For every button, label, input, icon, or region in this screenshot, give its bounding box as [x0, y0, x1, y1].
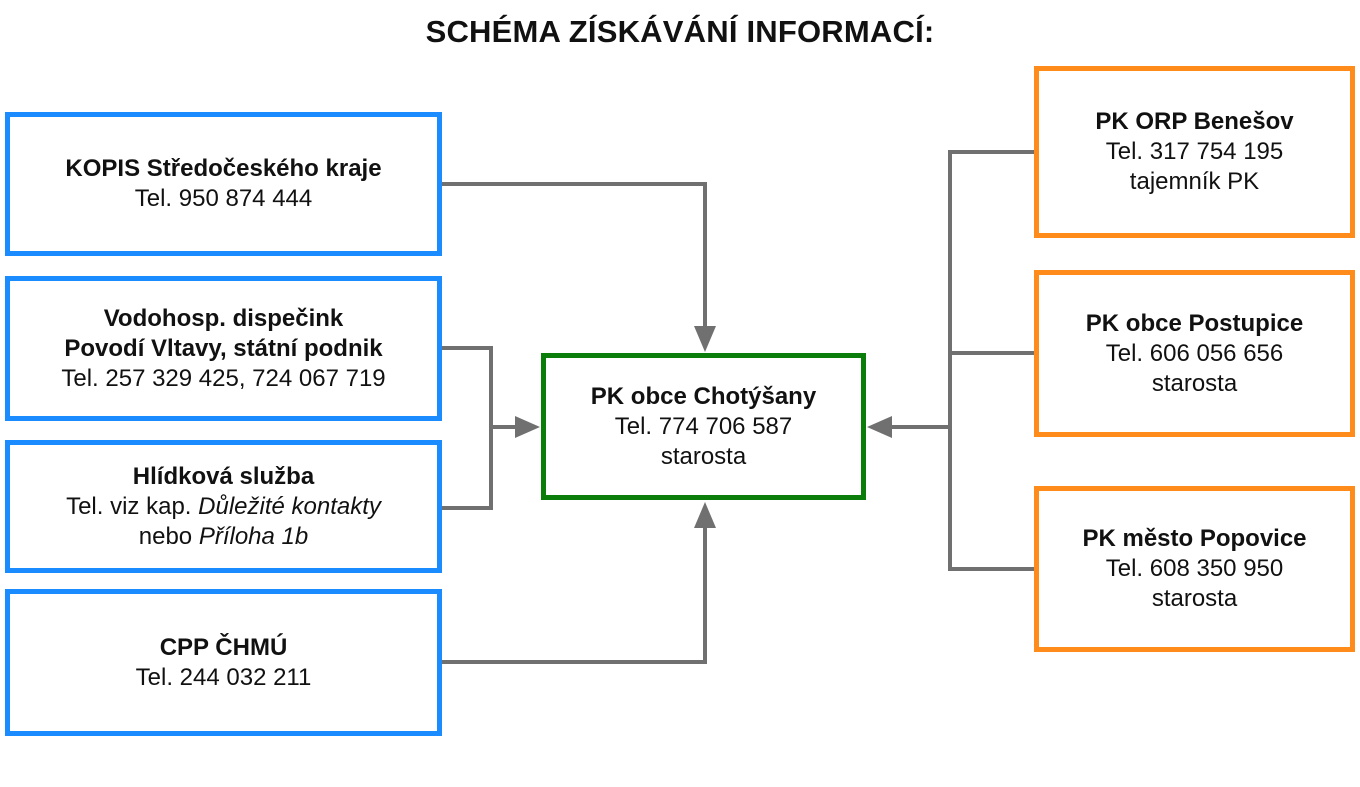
source-box-hlidkova: Hlídková služba Tel. viz kap. Důležité k…	[5, 440, 442, 573]
arrowhead-bottom	[694, 502, 716, 528]
partner-box-popovice: PK město Popovice Tel. 608 350 950 staro…	[1034, 486, 1355, 652]
center-phone: Tel. 774 706 587	[614, 412, 793, 440]
source-phone: Tel. 244 032 211	[135, 663, 312, 691]
arrowhead-top	[694, 326, 716, 352]
arrowhead-right	[867, 416, 892, 438]
source-name: Hlídková služba	[132, 462, 315, 490]
partner-role: tajemník PK	[1129, 168, 1260, 195]
connector-vodohosp-bracket	[442, 346, 493, 510]
source-name: KOPIS Středočeského kraje	[65, 155, 382, 182]
diagram-title: SCHÉMA ZÍSKÁVÁNÍ INFORMACÍ:	[425, 14, 935, 49]
arrowhead-left	[515, 416, 540, 438]
partner-phone: Tel. 317 754 195	[1105, 138, 1284, 165]
source-name-line2: Povodí Vltavy, státní podnik	[64, 334, 383, 362]
source-alt-reference: nebo Příloha 1b	[139, 522, 308, 552]
partner-box-benesov: PK ORP Benešov Tel. 317 754 195 tajemník…	[1034, 66, 1355, 238]
center-name: PK obce Chotýšany	[590, 382, 817, 410]
connector-partners-bracket	[948, 150, 1034, 571]
source-box-vodohosp: Vodohosp. dispečink Povodí Vltavy, státn…	[5, 276, 442, 421]
connector-cpp-to-center	[442, 516, 707, 664]
partner-phone: Tel. 606 056 656	[1105, 339, 1284, 367]
source-box-cpp: CPP ČHMÚ Tel. 244 032 211	[5, 589, 442, 736]
center-box-chotysany: PK obce Chotýšany Tel. 774 706 587 staro…	[541, 353, 866, 500]
partner-name: PK obce Postupice	[1085, 309, 1304, 337]
center-role: starosta	[660, 442, 747, 470]
reference-appendix: Příloha 1b	[198, 522, 309, 550]
partner-phone: Tel. 608 350 950	[1105, 555, 1284, 582]
source-name-line1: Vodohosp. dispečink	[103, 304, 344, 332]
alt-prefix: nebo	[138, 522, 193, 550]
partner-role: starosta	[1151, 369, 1238, 397]
partner-box-postupice: PK obce Postupice Tel. 606 056 656 staro…	[1034, 270, 1355, 437]
source-box-kopis: KOPIS Středočeského kraje Tel. 950 874 4…	[5, 112, 442, 256]
source-phone: Tel. 950 874 444	[134, 185, 313, 212]
source-phone-reference: Tel. viz kap. Důležité kontakty	[66, 492, 381, 522]
partner-role: starosta	[1151, 585, 1238, 612]
reference-chapter: Důležité kontakty	[198, 492, 381, 520]
source-name: CPP ČHMÚ	[159, 633, 288, 661]
partner-name: PK město Popovice	[1082, 525, 1307, 552]
connector-kopis-to-center	[442, 182, 707, 338]
phone-prefix: Tel. viz kap.	[66, 492, 192, 520]
partner-name: PK ORP Benešov	[1095, 108, 1294, 135]
source-phone: Tel. 257 329 425, 724 067 719	[61, 364, 386, 392]
